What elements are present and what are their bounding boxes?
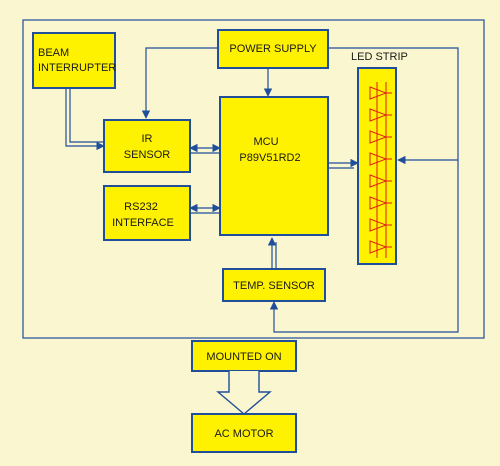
beam-to-ir-line-1 <box>65 88 105 151</box>
beam-interrupter-label-1: BEAM <box>38 47 69 59</box>
ir-sensor-block: IR SENSOR <box>103 119 191 173</box>
temp-sensor-block: TEMP. SENSOR <box>222 268 326 302</box>
beam-interrupter-block: BEAM INTERRUPTER <box>32 32 116 89</box>
led-8 <box>369 240 392 254</box>
rs232-label-2: INTERFACE <box>112 217 174 229</box>
power-supply-label: POWER SUPPLY <box>229 43 317 55</box>
led-7 <box>369 218 392 232</box>
mounted-arrow <box>216 371 272 415</box>
mcu-label-2: P89V51RD2 <box>239 152 300 164</box>
led-3 <box>369 130 392 144</box>
led-5 <box>369 174 392 188</box>
led-6 <box>369 196 392 210</box>
mcu-block: MCU P89V51RD2 <box>219 96 329 236</box>
led-group <box>369 86 392 254</box>
power-to-ir-line <box>141 47 218 119</box>
led-strip-block <box>357 67 397 265</box>
mcu-label-1: MCU <box>253 136 278 148</box>
ir-sensor-label-2: SENSOR <box>124 149 171 161</box>
mounted-on-label: MOUNTED ON <box>206 351 281 363</box>
ac-motor-label: AC MOTOR <box>214 428 273 440</box>
power-to-led-line <box>328 47 459 165</box>
rs232-label-1: RS232 <box>124 201 158 213</box>
controller-frame <box>22 19 485 339</box>
rs232-interface-block: RS232 INTERFACE <box>103 185 191 241</box>
power-to-temp-line <box>269 160 459 333</box>
led-2 <box>369 108 392 122</box>
ir-sensor-label-1: IR <box>142 133 153 145</box>
beam-to-ir-line-2 <box>69 88 104 143</box>
beam-interrupter-label-2: INTERRUPTER <box>38 62 116 74</box>
power-supply-block: POWER SUPPLY <box>217 29 329 69</box>
led-1 <box>369 86 392 100</box>
mounted-on-block: MOUNTED ON <box>191 340 297 372</box>
ac-motor-block: AC MOTOR <box>191 413 297 453</box>
led-strip-label: LED STRIP <box>351 51 408 63</box>
temp-sensor-label: TEMP. SENSOR <box>233 280 315 292</box>
led-4 <box>369 152 392 166</box>
